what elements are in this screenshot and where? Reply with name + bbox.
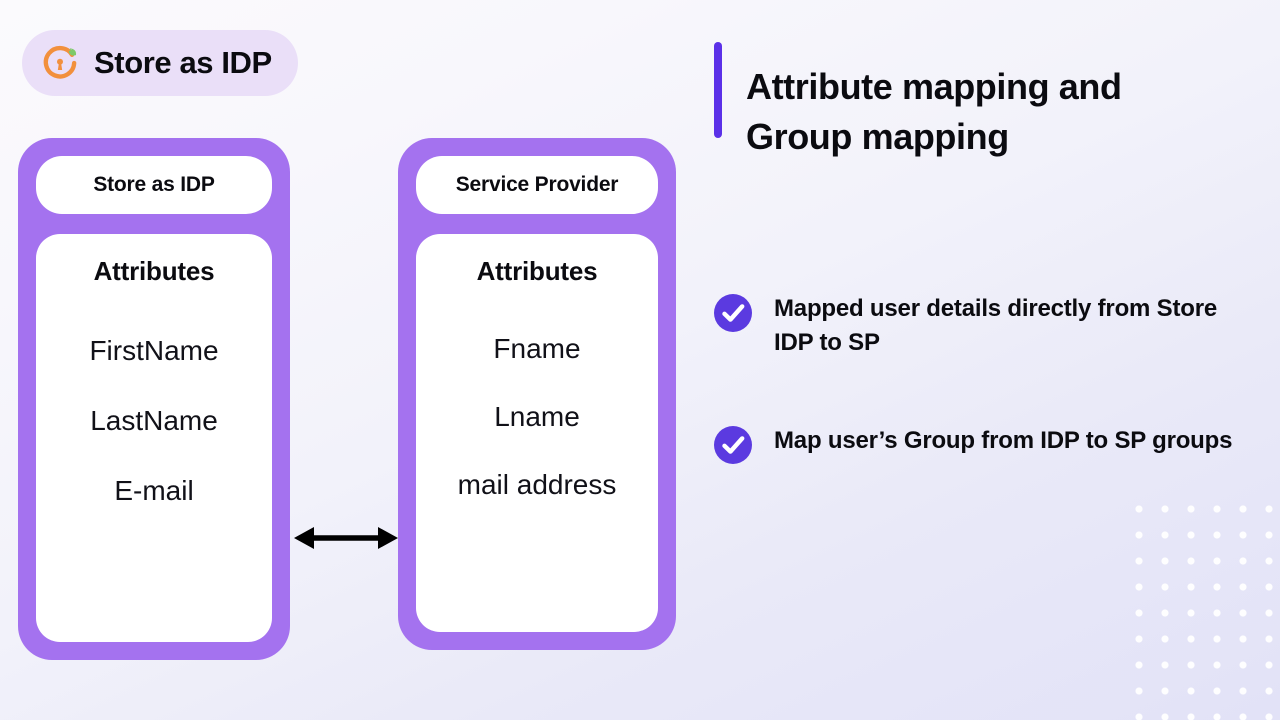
double-headed-arrow-icon <box>292 520 400 556</box>
card-header-idp: Store as IDP <box>36 156 272 214</box>
headline-accent-bar <box>714 42 722 138</box>
list-item: mail address <box>457 469 617 500</box>
card-header-label-idp: Store as IDP <box>93 173 215 196</box>
list-item: Map user’s Group from IDP to SP groups <box>714 424 1260 464</box>
card-body-sp: Attributes Fname Lname mail address <box>416 234 658 632</box>
headline-block: Attribute mapping and Group mapping <box>714 38 1260 186</box>
brand-badge: Store as IDP <box>22 30 298 96</box>
bullet-text: Mapped user details directly from Store … <box>774 294 1217 356</box>
bullet-list: Mapped user details directly from Store … <box>714 292 1260 464</box>
page-title: Attribute mapping and Group mapping <box>746 62 1122 161</box>
card-header-label-sp: Service Provider <box>455 173 619 196</box>
list-item: Lname <box>494 401 580 432</box>
bullet-text: Map user’s Group from IDP to SP groups <box>774 426 1233 454</box>
headline-line-2: Group mapping <box>746 115 1009 157</box>
content-column: Attribute mapping and Group mapping Mapp… <box>714 38 1260 464</box>
card-body-idp: Attributes FirstName LastName E-mail <box>36 234 272 642</box>
card-service-provider: Service Provider Attributes Fname Lname … <box>398 138 676 650</box>
list-item: LastName <box>90 405 218 436</box>
decorative-dot-grid <box>1120 490 1280 720</box>
list-item: E-mail <box>114 475 194 506</box>
list-item: Fname <box>493 333 581 364</box>
check-circle-icon <box>714 425 752 464</box>
headline-line-1: Attribute mapping and <box>746 66 1122 108</box>
check-circle-icon <box>714 293 752 332</box>
card-store-as-idp: Store as IDP Attributes FirstName LastNa… <box>18 138 290 660</box>
attributes-heading-sp: Attributes <box>476 256 598 286</box>
list-item: Mapped user details directly from Store … <box>714 292 1260 360</box>
attributes-heading-idp: Attributes <box>93 256 215 286</box>
card-header-sp: Service Provider <box>416 156 658 214</box>
store-as-idp-logo-icon <box>40 43 80 83</box>
brand-title: Store as IDP <box>94 45 272 80</box>
attribute-list-idp: FirstName LastName E-mail <box>36 295 272 505</box>
list-item: FirstName <box>89 335 219 366</box>
attribute-list-sp: Fname Lname mail address <box>416 295 658 499</box>
